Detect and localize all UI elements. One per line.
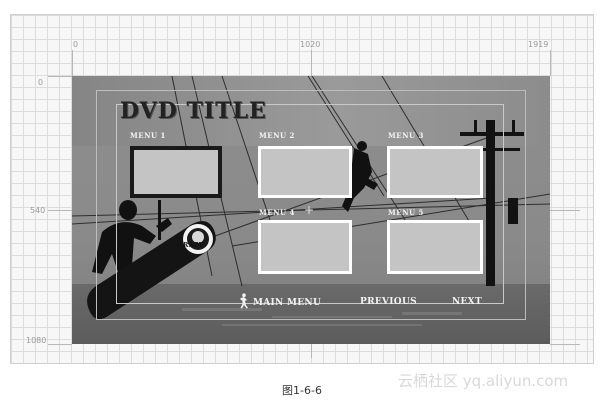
ruler-top-label-1020: 1020 [300, 40, 321, 49]
dvd-menu-canvas: CRAZY DVD TITLE MENU 1 MENU 2 MENU 3 MEN… [72, 76, 550, 344]
menu-item-3-label: MENU 3 [388, 131, 424, 140]
title-safe-frame-inner [116, 104, 504, 304]
guide-line [72, 50, 73, 76]
ruler-left-label-1080: 1080 [26, 336, 47, 345]
site-watermark: 云栖社区 yq.aliyun.com [398, 372, 569, 390]
figure-caption: 图1-6-6 [282, 384, 322, 397]
menu-item-4-label: MENU 4 [259, 208, 295, 217]
guide-line [550, 50, 551, 76]
ruler-left-label-0: 0 [38, 78, 44, 87]
guide-line [48, 76, 72, 77]
menu-item-3-thumbnail[interactable] [387, 146, 483, 198]
guide-line [48, 210, 72, 211]
badge-text: CRAZY [178, 242, 204, 249]
guide-line [48, 344, 72, 345]
menu-item-1-thumbnail[interactable] [130, 146, 222, 198]
next-button[interactable]: NEXT [452, 297, 482, 307]
main-menu-label: MAIN MENU [253, 298, 322, 308]
menu-item-5-thumbnail[interactable] [387, 220, 483, 274]
menu-item-2-thumbnail[interactable] [258, 146, 352, 198]
guide-line [311, 50, 312, 76]
previous-label: PREVIOUS [360, 297, 417, 307]
ruler-top-label-1919: 1919 [528, 40, 549, 49]
dancer-icon [240, 293, 248, 309]
menu-item-5-label: MENU 5 [388, 208, 424, 217]
ground-background [72, 284, 550, 344]
guide-line [550, 210, 580, 211]
ruler-left-label-540: 540 [30, 206, 46, 215]
dvd-title: DVD TITLE [120, 98, 267, 124]
guide-line [550, 344, 580, 345]
background-illustration [72, 76, 550, 326]
main-menu-button[interactable]: MAIN MENU [238, 293, 321, 309]
previous-button[interactable]: PREVIOUS [360, 297, 417, 307]
next-label: NEXT [452, 297, 482, 307]
crosshair-icon: + [304, 203, 315, 217]
menu-item-1-label: MENU 1 [130, 131, 166, 140]
ruler-top-label-0: 0 [73, 40, 79, 49]
menu-item-2-label: MENU 2 [259, 131, 295, 140]
guide-line [311, 344, 312, 358]
title-safe-frame-outer [96, 90, 526, 320]
menu-item-4-thumbnail[interactable] [258, 220, 352, 274]
